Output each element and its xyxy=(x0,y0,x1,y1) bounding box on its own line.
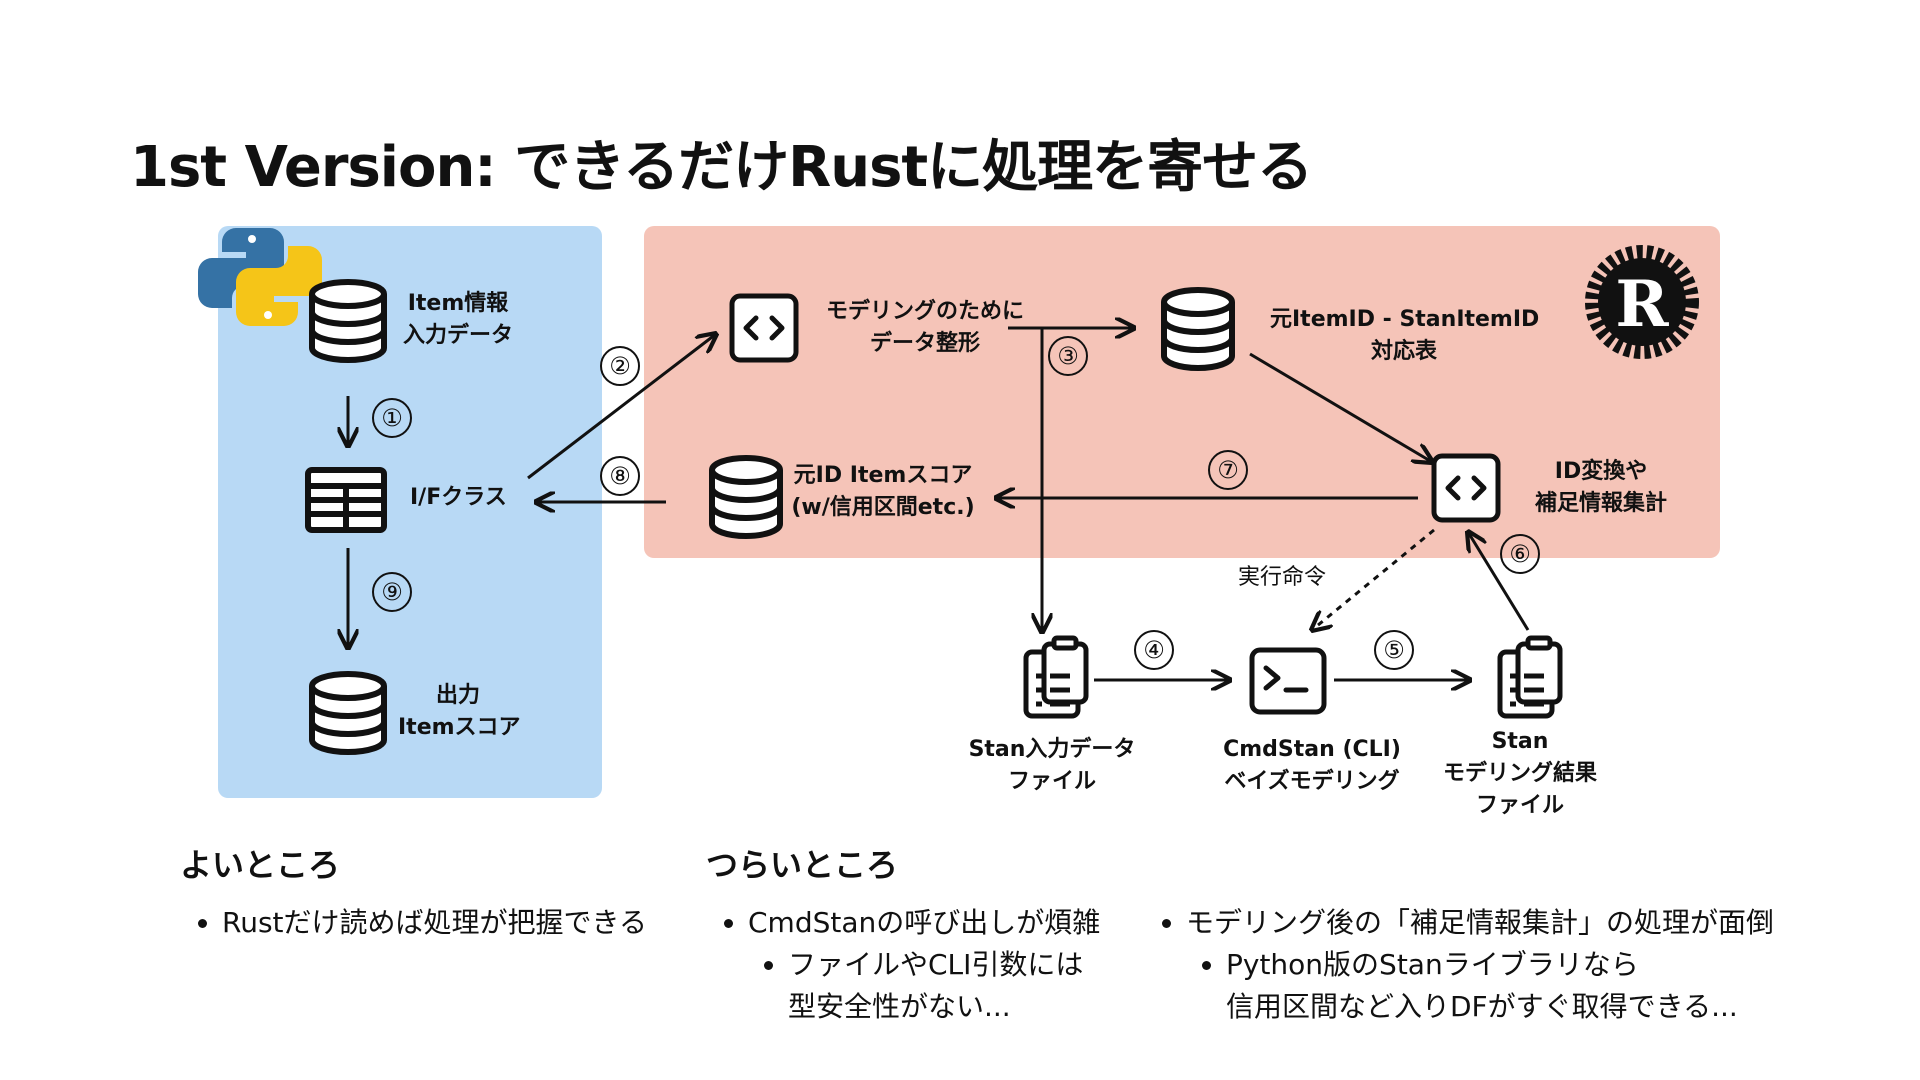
label-stan-result: Stan モデリング結果 ファイル xyxy=(1430,726,1610,822)
label-line: データ整形 xyxy=(869,331,980,356)
svg-text:R: R xyxy=(1615,267,1669,342)
label-score: 元ID Itemスコア (w/信用区間etc.) xyxy=(784,460,982,524)
clipboard-icon xyxy=(1497,635,1563,719)
label-line: モデリング結果 xyxy=(1442,761,1597,786)
label-line: ファイル xyxy=(1007,769,1096,794)
step-6: ⑥ xyxy=(1500,534,1540,574)
list-item: Rustだけ読めば処理が把握できる xyxy=(222,902,647,944)
label-line: I/Fクラス xyxy=(410,485,507,510)
page-title: 1st Version: できるだけRustに処理を寄せる xyxy=(130,135,1313,200)
label-line: 元ItemID - StanItemID xyxy=(1270,307,1540,332)
step-3: ③ xyxy=(1048,336,1088,376)
list-item: ファイルやCLI引数には 型安全性がない... xyxy=(788,944,1100,1028)
rust-logo-icon: R xyxy=(1585,245,1699,359)
arrow-db-to-convert xyxy=(1249,352,1432,462)
list-item: CmdStanの呼び出しが煩雑 ファイルやCLI引数には 型安全性がない... xyxy=(748,902,1100,1028)
terminal-icon xyxy=(1249,647,1327,715)
database-icon xyxy=(1161,287,1235,371)
clipboard-icon xyxy=(1023,635,1089,719)
rust-panel xyxy=(644,226,1720,558)
step-1: ① xyxy=(372,398,412,438)
label-line: モデリングのために xyxy=(825,299,1024,324)
step-8: ⑧ xyxy=(600,456,640,496)
label-line: Item情報 xyxy=(407,291,509,316)
label-format: モデリングのために データ整形 xyxy=(812,296,1038,360)
label-output: 出力 Itemスコア xyxy=(398,680,521,744)
list-item: モデリング後の「補足情報集計」の処理が面倒 Python版のStanライブラリな… xyxy=(1186,902,1774,1028)
pros-list: Rustだけ読めば処理が把握できる xyxy=(188,902,647,944)
cons-list-1: CmdStanの呼び出しが煩雑 ファイルやCLI引数には 型安全性がない... xyxy=(714,902,1100,1028)
database-icon xyxy=(309,279,387,363)
label-id-table: 元ItemID - StanItemID 対応表 xyxy=(1270,304,1540,368)
list-item-text: 信用区間など入りDFがすぐ取得できる... xyxy=(1226,990,1738,1023)
label-line: 入力データ xyxy=(402,323,513,348)
step-2: ② xyxy=(600,346,640,386)
sub-list: ファイルやCLI引数には 型安全性がない... xyxy=(748,944,1100,1028)
step-7: ⑦ xyxy=(1208,450,1248,490)
label-stan-input: Stan入力データ ファイル xyxy=(962,734,1142,798)
label-line: Stan xyxy=(1491,729,1549,754)
label-line: Itemスコア xyxy=(398,715,521,740)
step-5: ⑤ xyxy=(1374,630,1414,670)
step-9: ⑨ xyxy=(372,572,412,612)
label-exec: 実行命令 xyxy=(1222,562,1342,594)
label-line: 対応表 xyxy=(1370,339,1437,364)
cons-heading: つらいところ xyxy=(706,846,899,884)
arrow-2 xyxy=(527,334,716,480)
list-item-text: Python版のStanライブラリなら xyxy=(1226,948,1639,981)
code-icon xyxy=(729,293,799,363)
label-line: (w/信用区間etc.) xyxy=(791,495,975,520)
list-item-text: モデリング後の「補足情報集計」の処理が面倒 xyxy=(1186,906,1775,939)
database-icon xyxy=(709,455,783,539)
arrow-exec xyxy=(1312,528,1435,630)
database-icon xyxy=(309,671,387,755)
label-line: Stan入力データ xyxy=(968,737,1136,762)
label-line: ID変換や xyxy=(1554,459,1648,484)
label-convert: ID変換や 補足情報集計 xyxy=(1526,456,1676,520)
list-item-text: ファイルやCLI引数には xyxy=(788,948,1084,981)
sub-list: Python版のStanライブラリなら 信用区間など入りDFがすぐ取得できる..… xyxy=(1186,944,1774,1028)
list-item-text: 型安全性がない... xyxy=(788,990,1011,1023)
label-line: 実行命令 xyxy=(1237,565,1326,590)
label-line: 補足情報集計 xyxy=(1534,491,1667,516)
step-4: ④ xyxy=(1134,630,1174,670)
label-cmdstan: CmdStan (CLI) ベイズモデリング xyxy=(1212,734,1412,798)
list-item-text: CmdStanの呼び出しが煩雑 xyxy=(748,906,1101,939)
cons-list-2: モデリング後の「補足情報集計」の処理が面倒 Python版のStanライブラリな… xyxy=(1152,902,1774,1028)
label-if-class: I/Fクラス xyxy=(410,482,530,514)
label-line: 出力 xyxy=(435,683,480,708)
python-logo-icon xyxy=(198,228,322,326)
label-item-input: Item情報 入力データ xyxy=(398,288,518,352)
list-item: Python版のStanライブラリなら 信用区間など入りDFがすぐ取得できる..… xyxy=(1226,944,1774,1028)
code-icon xyxy=(1431,453,1501,523)
label-line: 元ID Itemスコア xyxy=(793,463,973,488)
arrow-6 xyxy=(1468,532,1530,631)
label-line: ファイル xyxy=(1475,793,1564,818)
label-line: ベイズモデリング xyxy=(1224,769,1400,794)
pros-heading: よいところ xyxy=(180,846,341,884)
label-line: CmdStan (CLI) xyxy=(1223,737,1401,762)
table-icon xyxy=(305,467,387,533)
